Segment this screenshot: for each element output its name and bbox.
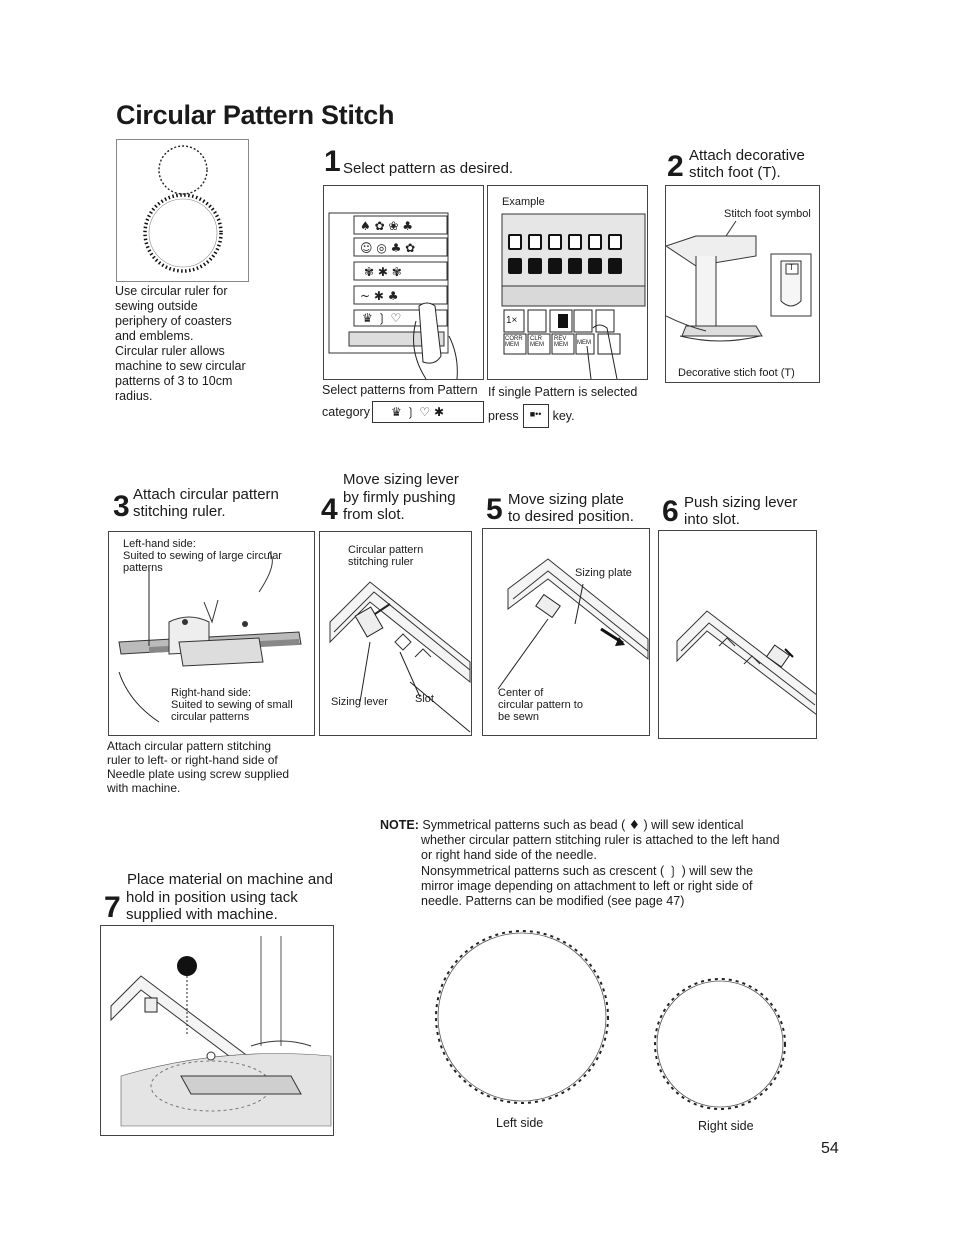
center-of-pattern-label: Center of circular pattern to be sewn: [498, 687, 583, 723]
step-6-number: 6: [662, 497, 679, 527]
intro-text: Use circular ruler for sewing outside pe…: [115, 284, 275, 404]
step-4-heading-line-1: Move sizing lever: [343, 471, 459, 488]
decorative-foot-label: Decorative stich foot (T): [678, 367, 795, 379]
pattern-category-key: ♛ ❳ ♡ ✱: [372, 401, 484, 423]
sizing-lever-figure: Circular pattern stitching ruler Sizing …: [319, 531, 472, 736]
page-number: 54: [821, 1140, 839, 1158]
push-lever-figure: [658, 530, 817, 739]
step-2-heading: Attach decorative stitch foot (T).: [689, 147, 805, 181]
step-5-number: 5: [486, 495, 503, 525]
step-1-caption-left: Select patterns from Pattern category ♛ …: [322, 383, 487, 423]
svg-text:♠ ✿ ❀ ♣: ♠ ✿ ❀ ♣: [360, 219, 413, 233]
right-side-result: [648, 972, 793, 1117]
sizing-lever-label: Sizing lever: [331, 696, 388, 708]
page-title: Circular Pattern Stitch: [116, 100, 394, 131]
step-7-number: 7: [104, 893, 121, 923]
svg-text:~ ✱ ♣: ~ ✱ ♣: [360, 289, 399, 303]
step-3-heading: Attach circular pattern stitching ruler.: [133, 486, 279, 520]
step-5-heading: Move sizing plate to desired position.: [508, 491, 634, 525]
step-3-number: 3: [113, 492, 130, 522]
slot-label: Slot: [415, 693, 434, 705]
left-side-result: [425, 925, 620, 1115]
pattern-selector-panel: ♠ ✿ ❀ ♣ ☺ ◎ ♣ ✿ ✾ ✱ ✾ ~ ✱ ♣ ♛ ❳ ♡: [323, 185, 484, 380]
intro-figure: [116, 139, 249, 282]
bead-icon: ♦: [629, 817, 640, 832]
mem-key: MEM: [577, 340, 591, 346]
foot-symbol-letter: T: [789, 263, 794, 272]
step-1-number: 1: [324, 147, 341, 177]
step-4-number: 4: [321, 495, 338, 525]
svg-text:☺ ◎ ♣ ✿: ☺ ◎ ♣ ✿: [360, 241, 415, 255]
example-panel: Example: [487, 185, 648, 380]
one-x-key: 1×: [506, 315, 517, 326]
tack-placement-figure: [100, 925, 334, 1136]
note-label: NOTE:: [380, 818, 419, 832]
svg-text:✾ ✱ ✾: ✾ ✱ ✾: [364, 265, 402, 279]
step-1-heading: Select pattern as desired.: [343, 160, 513, 177]
note-block: NOTE: Symmetrical patterns such as bead …: [380, 817, 810, 909]
step-4-heading: by firmly pushing from slot.: [343, 489, 456, 523]
single-pattern-key: ■••: [523, 404, 549, 428]
sizing-plate-figure: Sizing plate Center of circular pattern …: [482, 528, 650, 736]
step-6-heading: Push sizing lever into slot.: [684, 494, 797, 528]
left-side-label: Left side: [496, 1116, 543, 1131]
step-1-caption-right: If single Pattern is selected press ■•• …: [488, 385, 658, 428]
svg-text:♛ ❳ ♡: ♛ ❳ ♡: [362, 311, 401, 325]
step-3-caption: Attach circular pattern stitching ruler …: [107, 739, 327, 795]
right-side-label: Right side: [698, 1119, 754, 1134]
step-2-number: 2: [667, 152, 684, 182]
right-hand-side-note: Right-hand side: Suited to sewing of sma…: [171, 687, 316, 723]
sizing-plate-label: Sizing plate: [575, 567, 632, 579]
step-7-heading-line-1: Place material on machine and: [127, 871, 333, 888]
crescent-icon: ❳: [668, 863, 678, 878]
ruler-attach-figure: Left-hand side: Suited to sewing of larg…: [108, 531, 315, 736]
presser-foot-figure: Stitch foot symbol T Decorative stich fo…: [665, 185, 820, 383]
step-7-heading: hold in position using tack supplied wit…: [126, 889, 298, 923]
